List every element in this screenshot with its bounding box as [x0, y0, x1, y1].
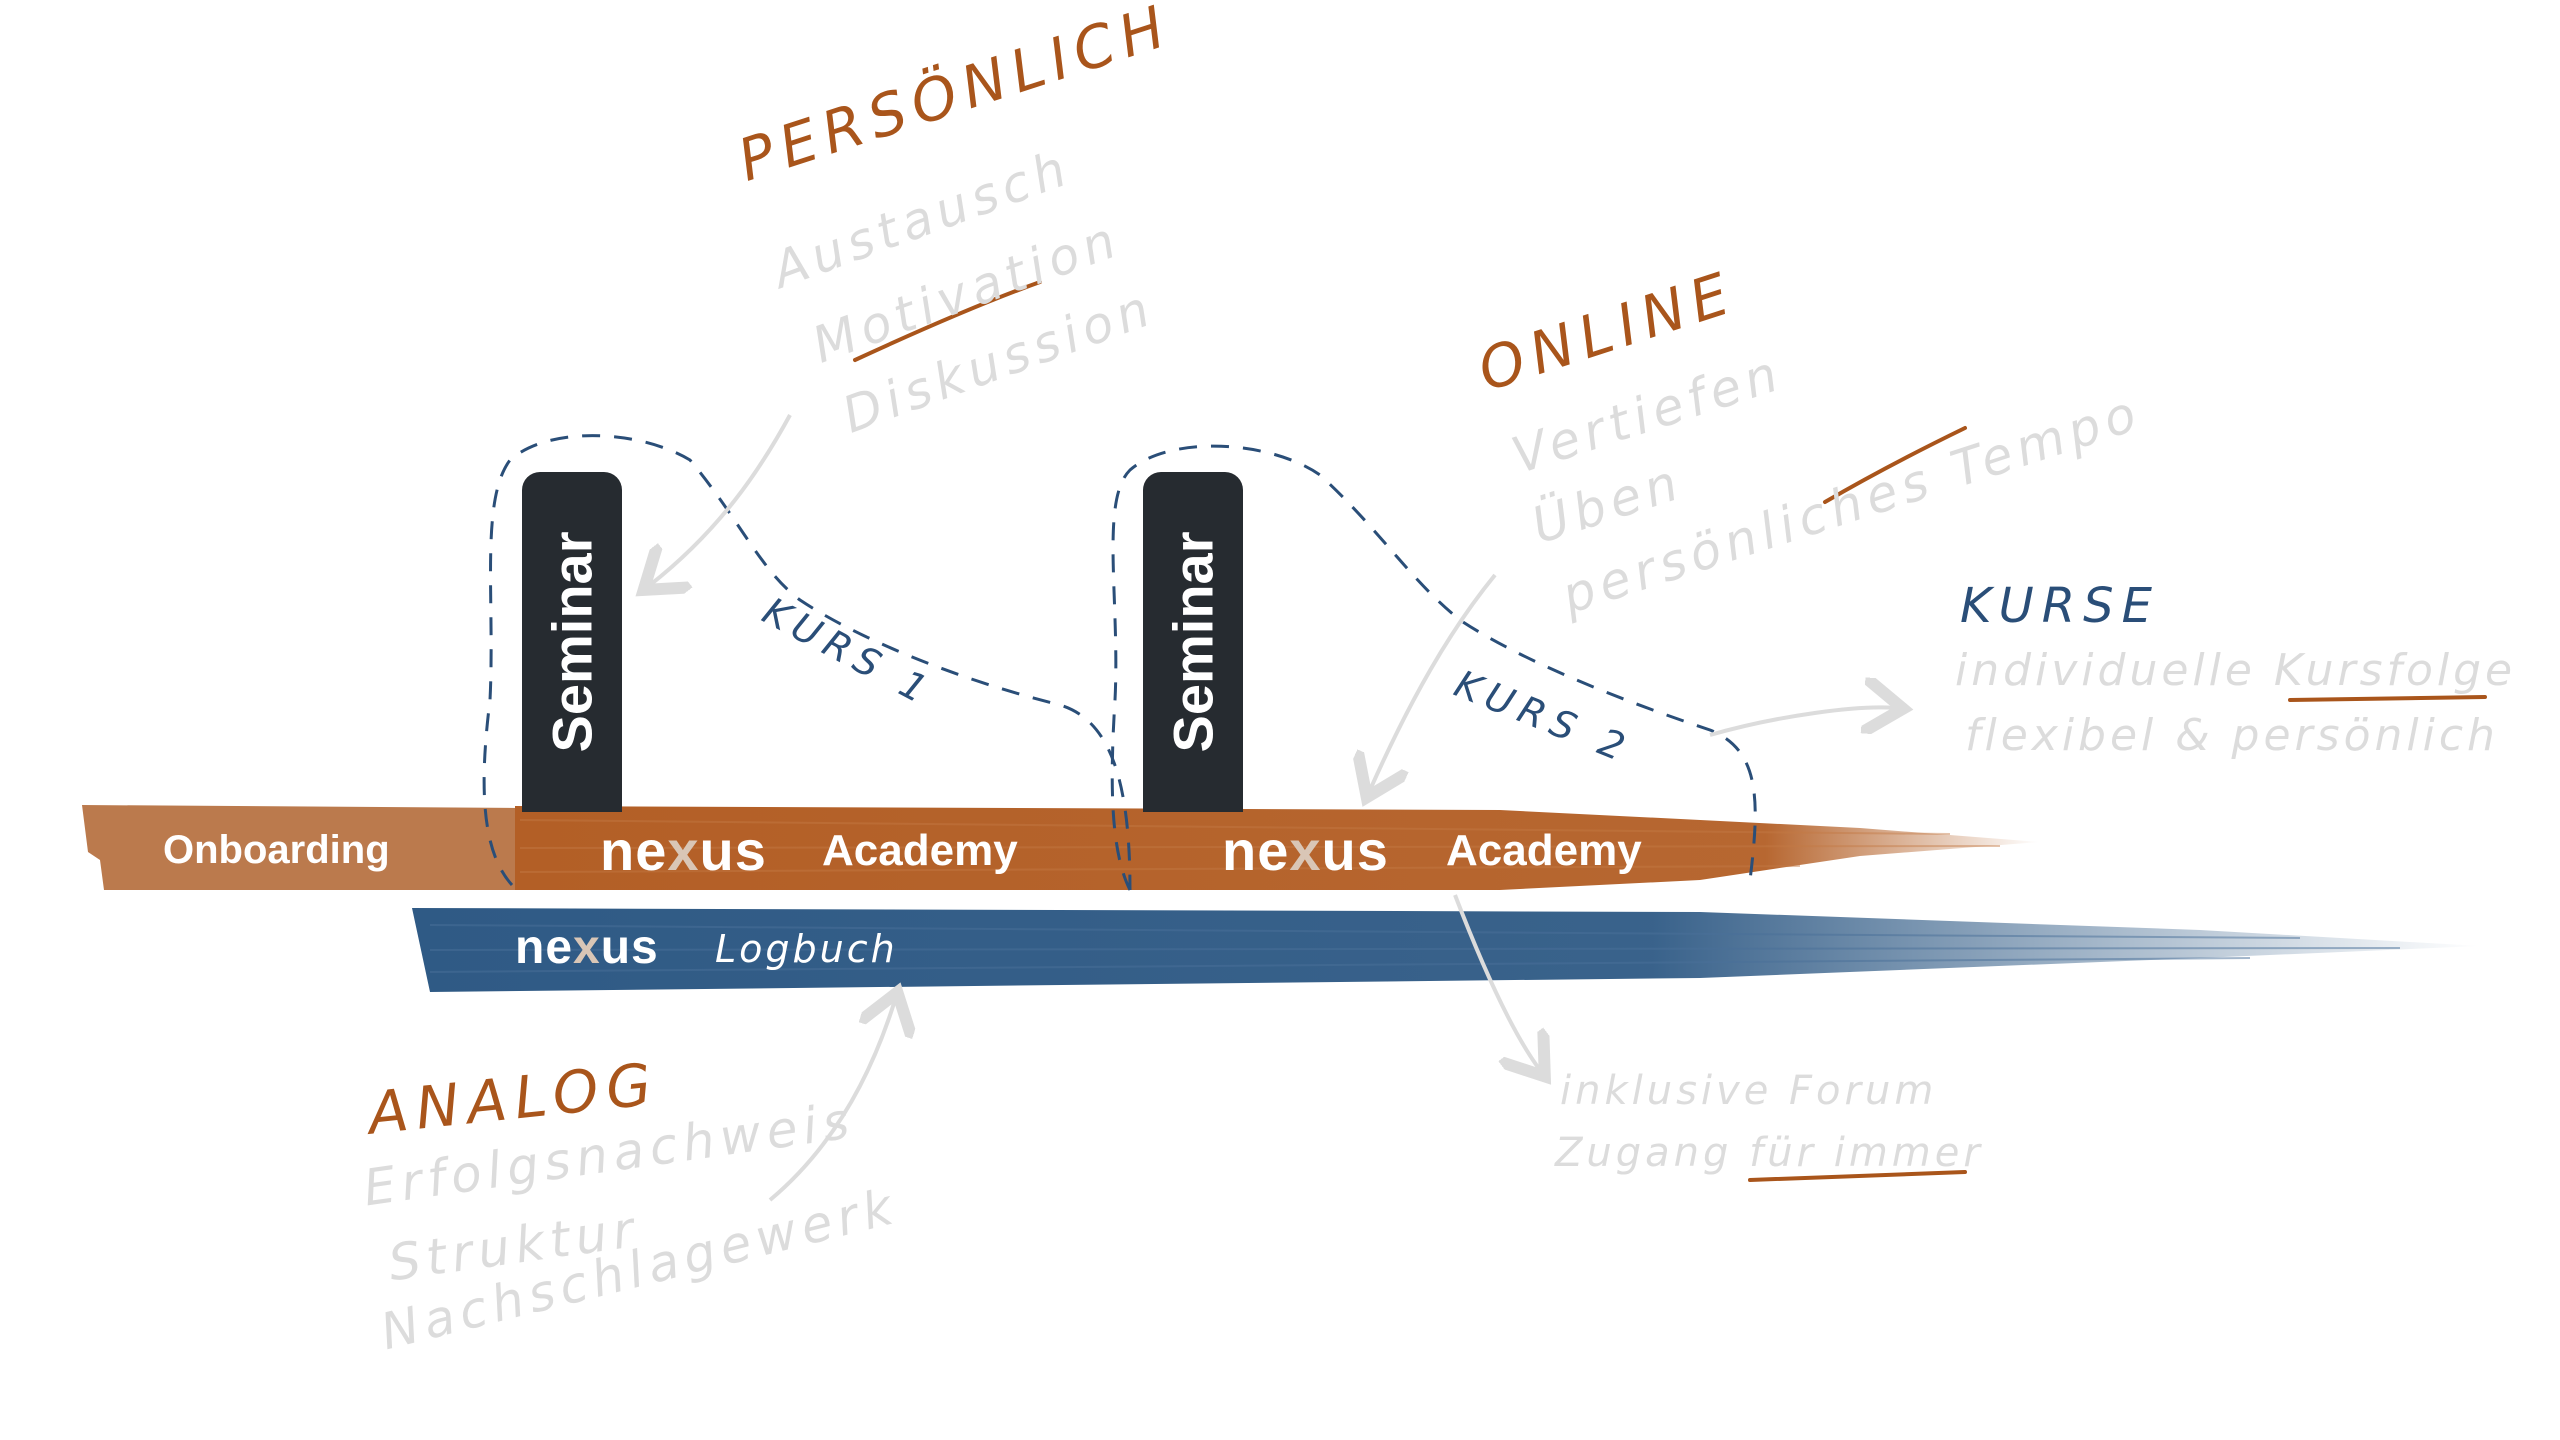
kurse-item-2: flexibel & persönlich: [1965, 710, 2499, 761]
logo-x: x: [573, 921, 601, 974]
arrow-persoenlich: [650, 414, 792, 585]
kurs2-path: [1110, 444, 1757, 891]
nexus-logo-logbuch: nexus: [515, 920, 659, 975]
logo-pre: ne: [515, 921, 574, 974]
academy-label-1: Academy: [822, 826, 1018, 875]
forum-item-2: Zugang für immer: [1555, 1130, 1984, 1176]
underline-kursfolge: [2288, 695, 2487, 702]
arrow-forum: [1453, 894, 1540, 1070]
underline-tempo: [1823, 426, 1967, 504]
logbuch-stroke-texture: [429, 924, 2401, 973]
nexus-logo-academy-1: nexus: [600, 818, 767, 883]
nexus-logo-academy-2: nexus: [1222, 818, 1389, 883]
arrow-kurse: [1709, 707, 1895, 735]
logo-pre: ne: [600, 819, 668, 882]
arrow-online: [1370, 573, 1497, 790]
seminar-2: Seminar: [1143, 472, 1243, 812]
forum-item-1: inklusive Forum: [1560, 1068, 1938, 1114]
onboarding-stroke: [82, 805, 520, 890]
seminar-1-label: Seminar: [540, 531, 604, 753]
arrow-analog: [768, 1000, 895, 1202]
logbuch-label: Logbuch: [715, 927, 898, 971]
kurse-title: KURSE: [1960, 578, 2160, 634]
kurse-item-1: individuelle Kursfolge: [1955, 645, 2517, 696]
underline-motivation: [853, 280, 1042, 362]
seminar-2-label: Seminar: [1161, 531, 1225, 753]
underline-fuer-immer: [1748, 1170, 1967, 1182]
logo-post: us: [1321, 819, 1389, 882]
onboarding-label: Onboarding: [163, 828, 390, 872]
academy-stroke: [515, 806, 2040, 890]
academy-stroke-texture: [519, 819, 2001, 873]
logo-post: us: [600, 921, 659, 974]
logo-post: us: [699, 819, 767, 882]
logo-x: x: [667, 819, 700, 882]
logo-x: x: [1289, 819, 1322, 882]
academy-label-2: Academy: [1446, 826, 1642, 875]
seminar-1: Seminar: [522, 472, 622, 812]
kurs1-path: [482, 434, 1132, 891]
logo-pre: ne: [1222, 819, 1290, 882]
